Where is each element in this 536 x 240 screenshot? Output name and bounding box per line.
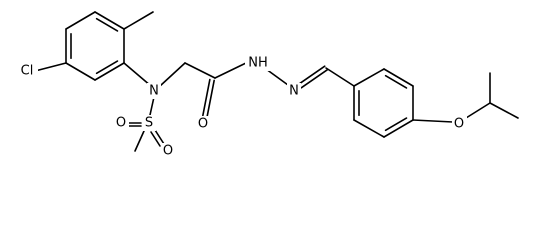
atom-label-layer: Cl N S O O O NH N (16, 55, 467, 159)
ring-bond (353, 68, 385, 87)
svg-text:O: O (198, 117, 208, 132)
ring-bond (383, 68, 414, 87)
imine-double-bond (297, 65, 326, 85)
ch2-co-bond (184, 62, 216, 79)
bond-layer (34, 11, 519, 152)
aryl-o-bond (412, 119, 454, 123)
aromatic-inner-bond (95, 17, 119, 32)
atom-s: S (142, 115, 156, 131)
atom-o-sulfonyl-left: O (114, 115, 129, 131)
ch-aryl-bond (325, 67, 355, 87)
co-nh-bond (214, 62, 247, 79)
aromatic-inner-bond (384, 117, 408, 132)
imine-double-bond (300, 69, 329, 89)
ring-bond (94, 11, 125, 30)
methyl-bond (123, 11, 154, 30)
so-bond-d (150, 131, 161, 147)
nh-n-bond (265, 68, 289, 86)
ring-bond (353, 119, 385, 138)
carbonyl-double-bond (202, 78, 211, 117)
carbonyl-double-bond (206, 79, 215, 118)
s-methyl-bond (134, 130, 145, 152)
atom-n-sulfonamide: N (147, 83, 161, 99)
svg-text:S: S (145, 116, 153, 131)
svg-text:N: N (149, 84, 159, 99)
atom-nh: NH (245, 55, 271, 71)
atom-o-ether: O (452, 116, 467, 132)
ring-bond (65, 62, 96, 81)
svg-text:O: O (163, 144, 173, 159)
n-ch2-bond (159, 62, 186, 87)
isopropyl-methyl-bond (489, 102, 519, 119)
chloro-bond (34, 62, 67, 72)
ring-bond (383, 119, 414, 138)
svg-text:NH: NH (248, 56, 268, 71)
ring-n-bond (123, 62, 152, 87)
ring-bond (94, 62, 125, 81)
atom-n-imine: N (287, 83, 301, 99)
so-bond-c (154, 129, 165, 145)
svg-text:N: N (289, 84, 299, 99)
aromatic-inner-bond (95, 60, 119, 75)
atom-cl: Cl (16, 63, 38, 79)
o-ch-bond (465, 102, 491, 119)
aromatic-inner-bond (384, 74, 408, 89)
svg-text:Cl: Cl (21, 64, 34, 79)
ring-bond (65, 11, 96, 30)
n-s-bond (149, 96, 155, 116)
structure-diagram: Cl N S O O O NH N (16, 11, 519, 159)
atom-o-sulfonyl-bottom: O (161, 143, 176, 159)
svg-text:O: O (454, 117, 464, 132)
atom-o-carbonyl: O (196, 116, 211, 132)
svg-text:O: O (116, 116, 126, 131)
